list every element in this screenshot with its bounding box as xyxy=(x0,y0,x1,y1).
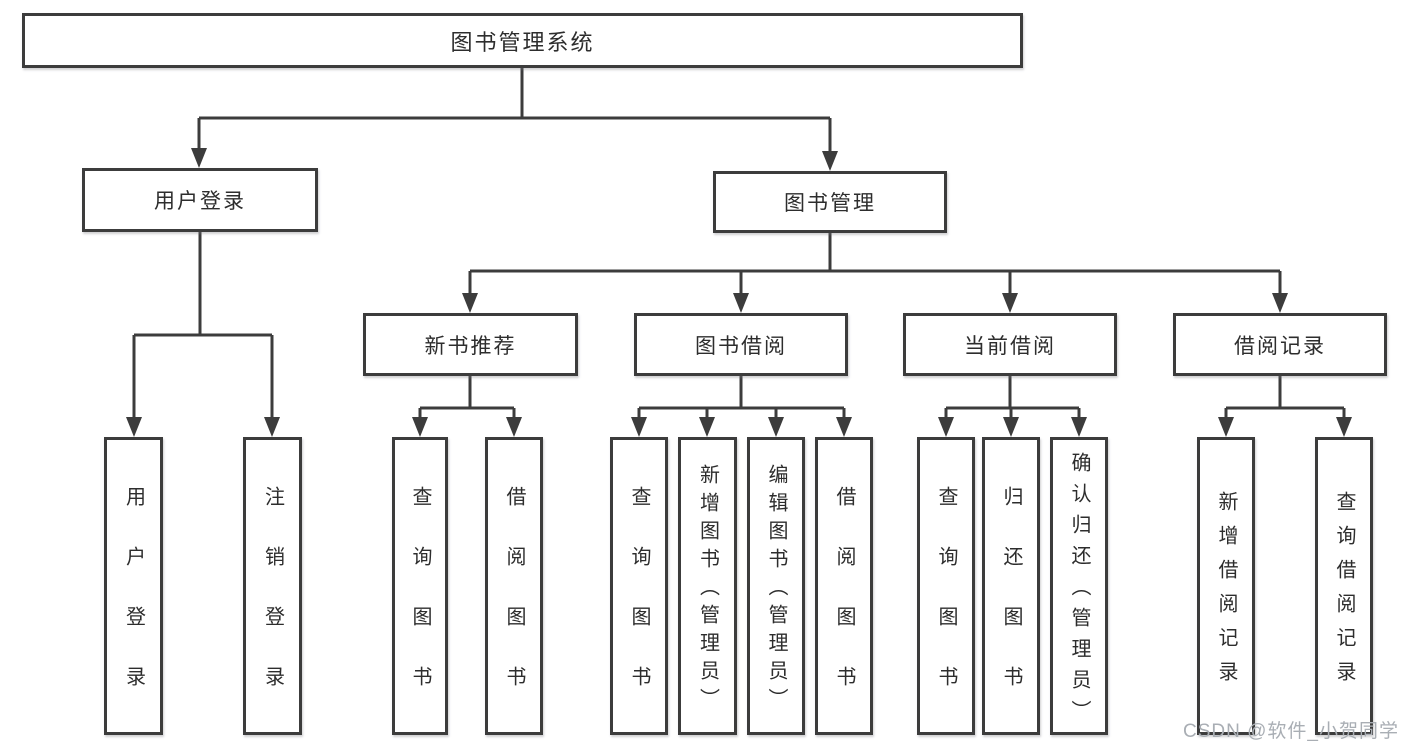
leaf-user-login: 用户登录 xyxy=(104,437,163,735)
leaf-br-add-record-label: 新增借阅记录 xyxy=(1215,491,1237,695)
leaf-logout: 注销登录 xyxy=(243,437,302,735)
node-user-login-label: 用户登录 xyxy=(154,190,246,213)
node-book-borrowing-label: 图书借阅 xyxy=(695,334,787,358)
node-user-login: 用户登录 xyxy=(82,168,318,232)
node-new-book-recommend-label: 新书推荐 xyxy=(424,334,517,358)
node-borrowing-records-label: 借阅记录 xyxy=(1234,334,1326,358)
node-library-system: 图书管理系统 xyxy=(22,13,1023,68)
leaf-cb-confirm-return-admin: 确认归还（管理员） xyxy=(1050,437,1108,735)
leaf-br-query-record-label: 查询借阅记录 xyxy=(1333,491,1355,695)
leaf-user-login-label: 用户登录 xyxy=(122,486,145,726)
node-new-book-recommend: 新书推荐 xyxy=(363,313,578,376)
leaf-nbr-borrow-books-label: 借阅图书 xyxy=(503,486,525,726)
leaf-br-query-record: 查询借阅记录 xyxy=(1315,437,1373,735)
node-book-borrowing: 图书借阅 xyxy=(634,313,848,376)
leaf-cb-return-books: 归还图书 xyxy=(982,437,1040,735)
leaf-cb-query-books: 查询图书 xyxy=(917,437,975,735)
leaf-bb-edit-books-admin-label: 编辑图书（管理员） xyxy=(765,464,787,716)
leaf-cb-return-books-label: 归还图书 xyxy=(1000,486,1022,726)
leaf-bb-query-books: 查询图书 xyxy=(610,437,668,735)
leaf-bb-borrow-books-label: 借阅图书 xyxy=(833,486,855,726)
leaf-logout-label: 注销登录 xyxy=(261,486,284,726)
leaf-br-add-record: 新增借阅记录 xyxy=(1197,437,1255,735)
leaf-nbr-query-books-label: 查询图书 xyxy=(409,486,431,726)
leaf-nbr-query-books: 查询图书 xyxy=(392,437,448,735)
leaf-bb-borrow-books: 借阅图书 xyxy=(815,437,873,735)
leaf-nbr-borrow-books: 借阅图书 xyxy=(485,437,543,735)
leaf-bb-query-books-label: 查询图书 xyxy=(628,486,650,726)
node-book-management: 图书管理 xyxy=(713,171,947,233)
leaf-bb-add-books-admin: 新增图书（管理员） xyxy=(678,437,737,735)
leaf-bb-edit-books-admin: 编辑图书（管理员） xyxy=(747,437,805,735)
leaf-cb-confirm-return-admin-label: 确认归还（管理员） xyxy=(1068,452,1090,731)
node-current-borrowing: 当前借阅 xyxy=(903,313,1117,376)
leaf-cb-query-books-label: 查询图书 xyxy=(935,486,957,726)
node-borrowing-records: 借阅记录 xyxy=(1173,313,1387,376)
csdn-watermark: CSDN @软件_小贺同学 xyxy=(1183,721,1399,742)
node-library-system-label: 图书管理系统 xyxy=(450,29,595,55)
node-book-management-label: 图书管理 xyxy=(784,192,876,215)
node-current-borrowing-label: 当前借阅 xyxy=(964,334,1056,358)
leaf-bb-add-books-admin-label: 新增图书（管理员） xyxy=(696,464,719,716)
